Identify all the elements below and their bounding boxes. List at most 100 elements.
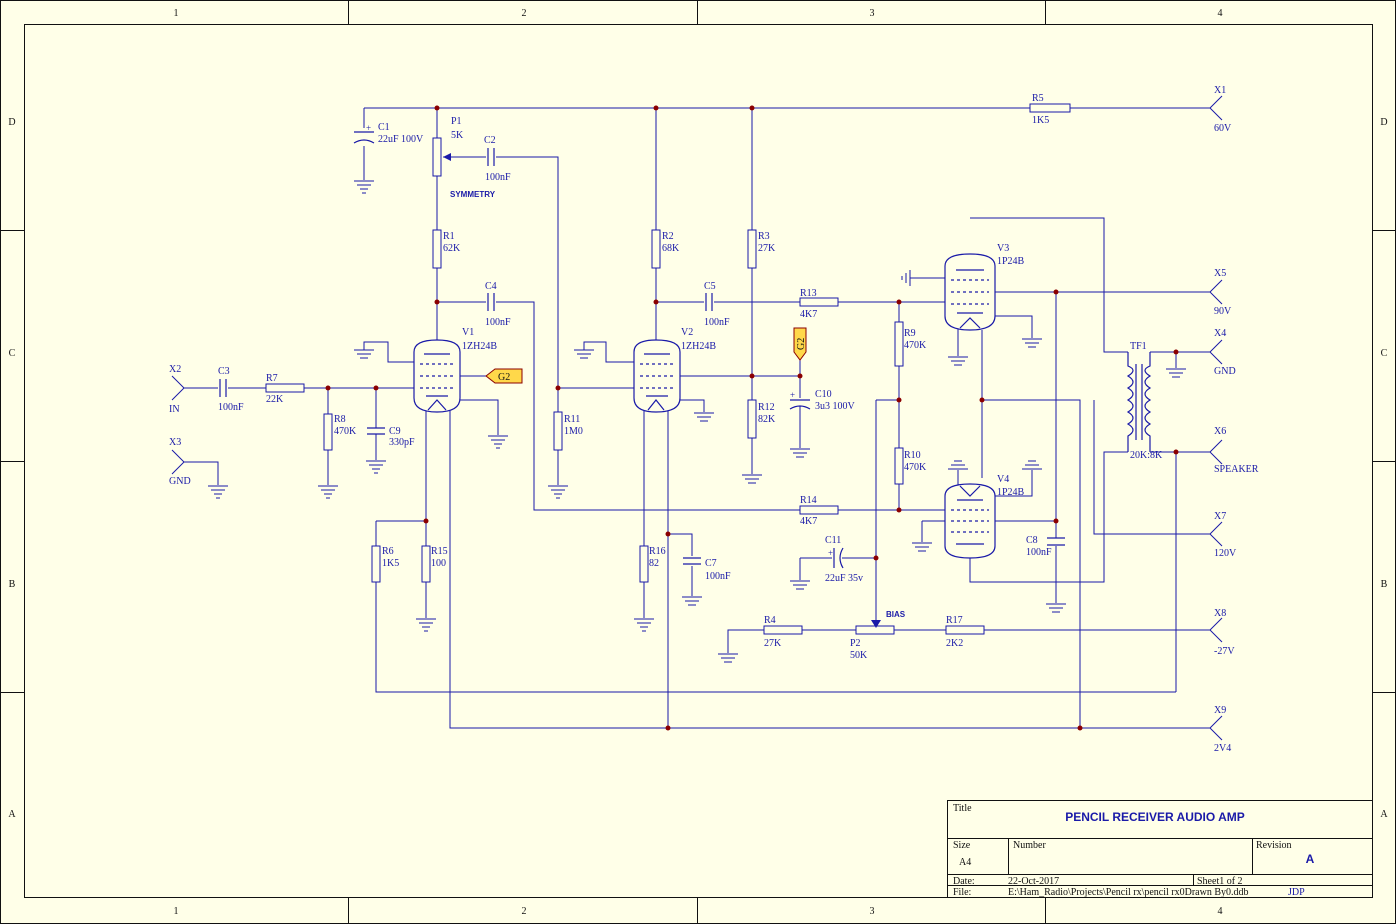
x6-connector-icon[interactable] [1209, 439, 1223, 465]
row-label-c-left: C [9, 348, 16, 359]
col-label-1-top: 1 [174, 8, 179, 19]
capacitors [219, 131, 1065, 569]
v1-ref: V1 [462, 327, 474, 338]
revision-label: Revision [1256, 840, 1292, 851]
v4-cathode-ground-icon [912, 542, 932, 552]
r17-value: 2K2 [946, 638, 963, 649]
c7-value: 100nF [705, 571, 731, 582]
c3-ref: C3 [218, 366, 230, 377]
x7-connector-icon[interactable] [1209, 521, 1223, 547]
col-label-2-bottom: 2 [522, 906, 527, 917]
r5-value: 1K5 [1032, 115, 1049, 126]
r14-resistor[interactable] [799, 505, 839, 515]
v2-tube[interactable] [633, 339, 681, 413]
c1-value: 22uF 100V [378, 134, 424, 145]
x1-ref: X1 [1214, 85, 1226, 96]
c8-ground-icon [1046, 603, 1066, 613]
g2-net-label-top[interactable] [793, 327, 807, 361]
c11-ground-icon [790, 580, 810, 590]
r12-resistor[interactable] [747, 399, 757, 439]
r4-value: 27K [764, 638, 782, 649]
col-label-2-top: 2 [522, 8, 527, 19]
r5-resistor[interactable] [1029, 103, 1071, 113]
r16-resistor[interactable] [639, 545, 649, 583]
r2-resistor[interactable] [651, 229, 661, 269]
p1-potentiometer[interactable] [432, 137, 442, 177]
c10-capacitor[interactable] [789, 399, 811, 410]
x2-value: IN [169, 404, 180, 415]
x2-connector-icon[interactable] [171, 375, 185, 401]
size-label: Size [953, 840, 971, 851]
file-path: E:\Ham_Radio\Projects\Pencil rx\pencil r… [1008, 887, 1249, 898]
r9-resistor[interactable] [894, 321, 904, 367]
r9-ref: R9 [904, 328, 916, 339]
r11-resistor[interactable] [553, 411, 563, 451]
x5-connector-icon[interactable] [1209, 279, 1223, 305]
c9-ground-icon [366, 460, 386, 474]
x3-connector-icon[interactable] [171, 449, 185, 475]
r12-ref: R12 [758, 402, 775, 413]
x5-value: 90V [1214, 306, 1232, 317]
bias-note: BIAS [886, 610, 906, 619]
c7-capacitor[interactable] [683, 557, 701, 565]
r1-resistor[interactable] [432, 229, 442, 269]
r6-resistor[interactable] [371, 545, 381, 583]
x9-connector-icon[interactable] [1209, 715, 1223, 741]
c4-ref: C4 [485, 281, 497, 292]
r1-value: 62K [443, 243, 461, 254]
c1-ref: C1 [378, 122, 390, 133]
r11-ground-icon [548, 485, 568, 499]
p1-ref: P1 [451, 116, 462, 127]
x4-connector-icon[interactable] [1209, 339, 1223, 365]
c1-capacitor[interactable] [353, 131, 375, 144]
x8-connector-icon[interactable] [1209, 617, 1223, 643]
r10-resistor[interactable] [894, 447, 904, 485]
v2-value: 1ZH24B [681, 341, 716, 352]
r17-resistor[interactable] [945, 625, 985, 635]
r15-resistor[interactable] [421, 545, 431, 583]
v3-heater-ground-icon [1022, 338, 1042, 348]
c4-value: 100nF [485, 317, 511, 328]
x7-value: 120V [1214, 548, 1237, 559]
v2-ref: V2 [681, 327, 693, 338]
tf1-transformer[interactable] [1126, 352, 1152, 452]
c9-capacitor[interactable] [367, 427, 385, 435]
r3-resistor[interactable] [747, 229, 757, 269]
c10-plus-icon: + [790, 390, 795, 400]
v1-value: 1ZH24B [462, 341, 497, 352]
c2-capacitor[interactable] [487, 148, 495, 166]
r8-resistor[interactable] [323, 413, 333, 451]
sheet-number: Sheet1 of 2 [1197, 876, 1243, 887]
p2-potentiometer[interactable] [855, 625, 895, 635]
c3-value: 100nF [218, 402, 244, 413]
r4-ground-icon [718, 653, 738, 663]
x3-ground-icon [208, 485, 228, 499]
c11-capacitor[interactable] [833, 547, 844, 569]
r4-resistor[interactable] [763, 625, 803, 635]
c5-capacitor[interactable] [705, 293, 713, 311]
date-value: 22-Oct-2017 [1008, 876, 1059, 887]
r13-resistor[interactable] [799, 297, 839, 307]
c8-capacitor[interactable] [1047, 537, 1065, 546]
r14-value: 4K7 [800, 516, 817, 527]
r11-ref: R11 [564, 414, 580, 425]
col-label-3-bottom: 3 [870, 906, 875, 917]
c10-ref: C10 [815, 389, 832, 400]
c11-plus-icon: + [828, 548, 833, 558]
v3-ref: V3 [997, 243, 1009, 254]
x1-connector-icon[interactable] [1209, 95, 1223, 121]
x3-value: GND [169, 476, 191, 487]
r17-ref: R17 [946, 615, 963, 626]
v4-tube[interactable] [944, 483, 996, 559]
revision-value: A [1306, 852, 1315, 866]
r13-ref: R13 [800, 288, 817, 299]
v1-tube[interactable] [413, 339, 461, 413]
v3-tube[interactable] [944, 253, 996, 331]
r7-resistor[interactable] [265, 383, 305, 393]
r2-value: 68K [662, 243, 680, 254]
g2-net-label-left[interactable] [485, 368, 523, 384]
c3-capacitor[interactable] [219, 379, 227, 397]
c4-capacitor[interactable] [487, 293, 495, 311]
ground-symbols [208, 180, 1186, 663]
r10-ref: R10 [904, 450, 921, 461]
